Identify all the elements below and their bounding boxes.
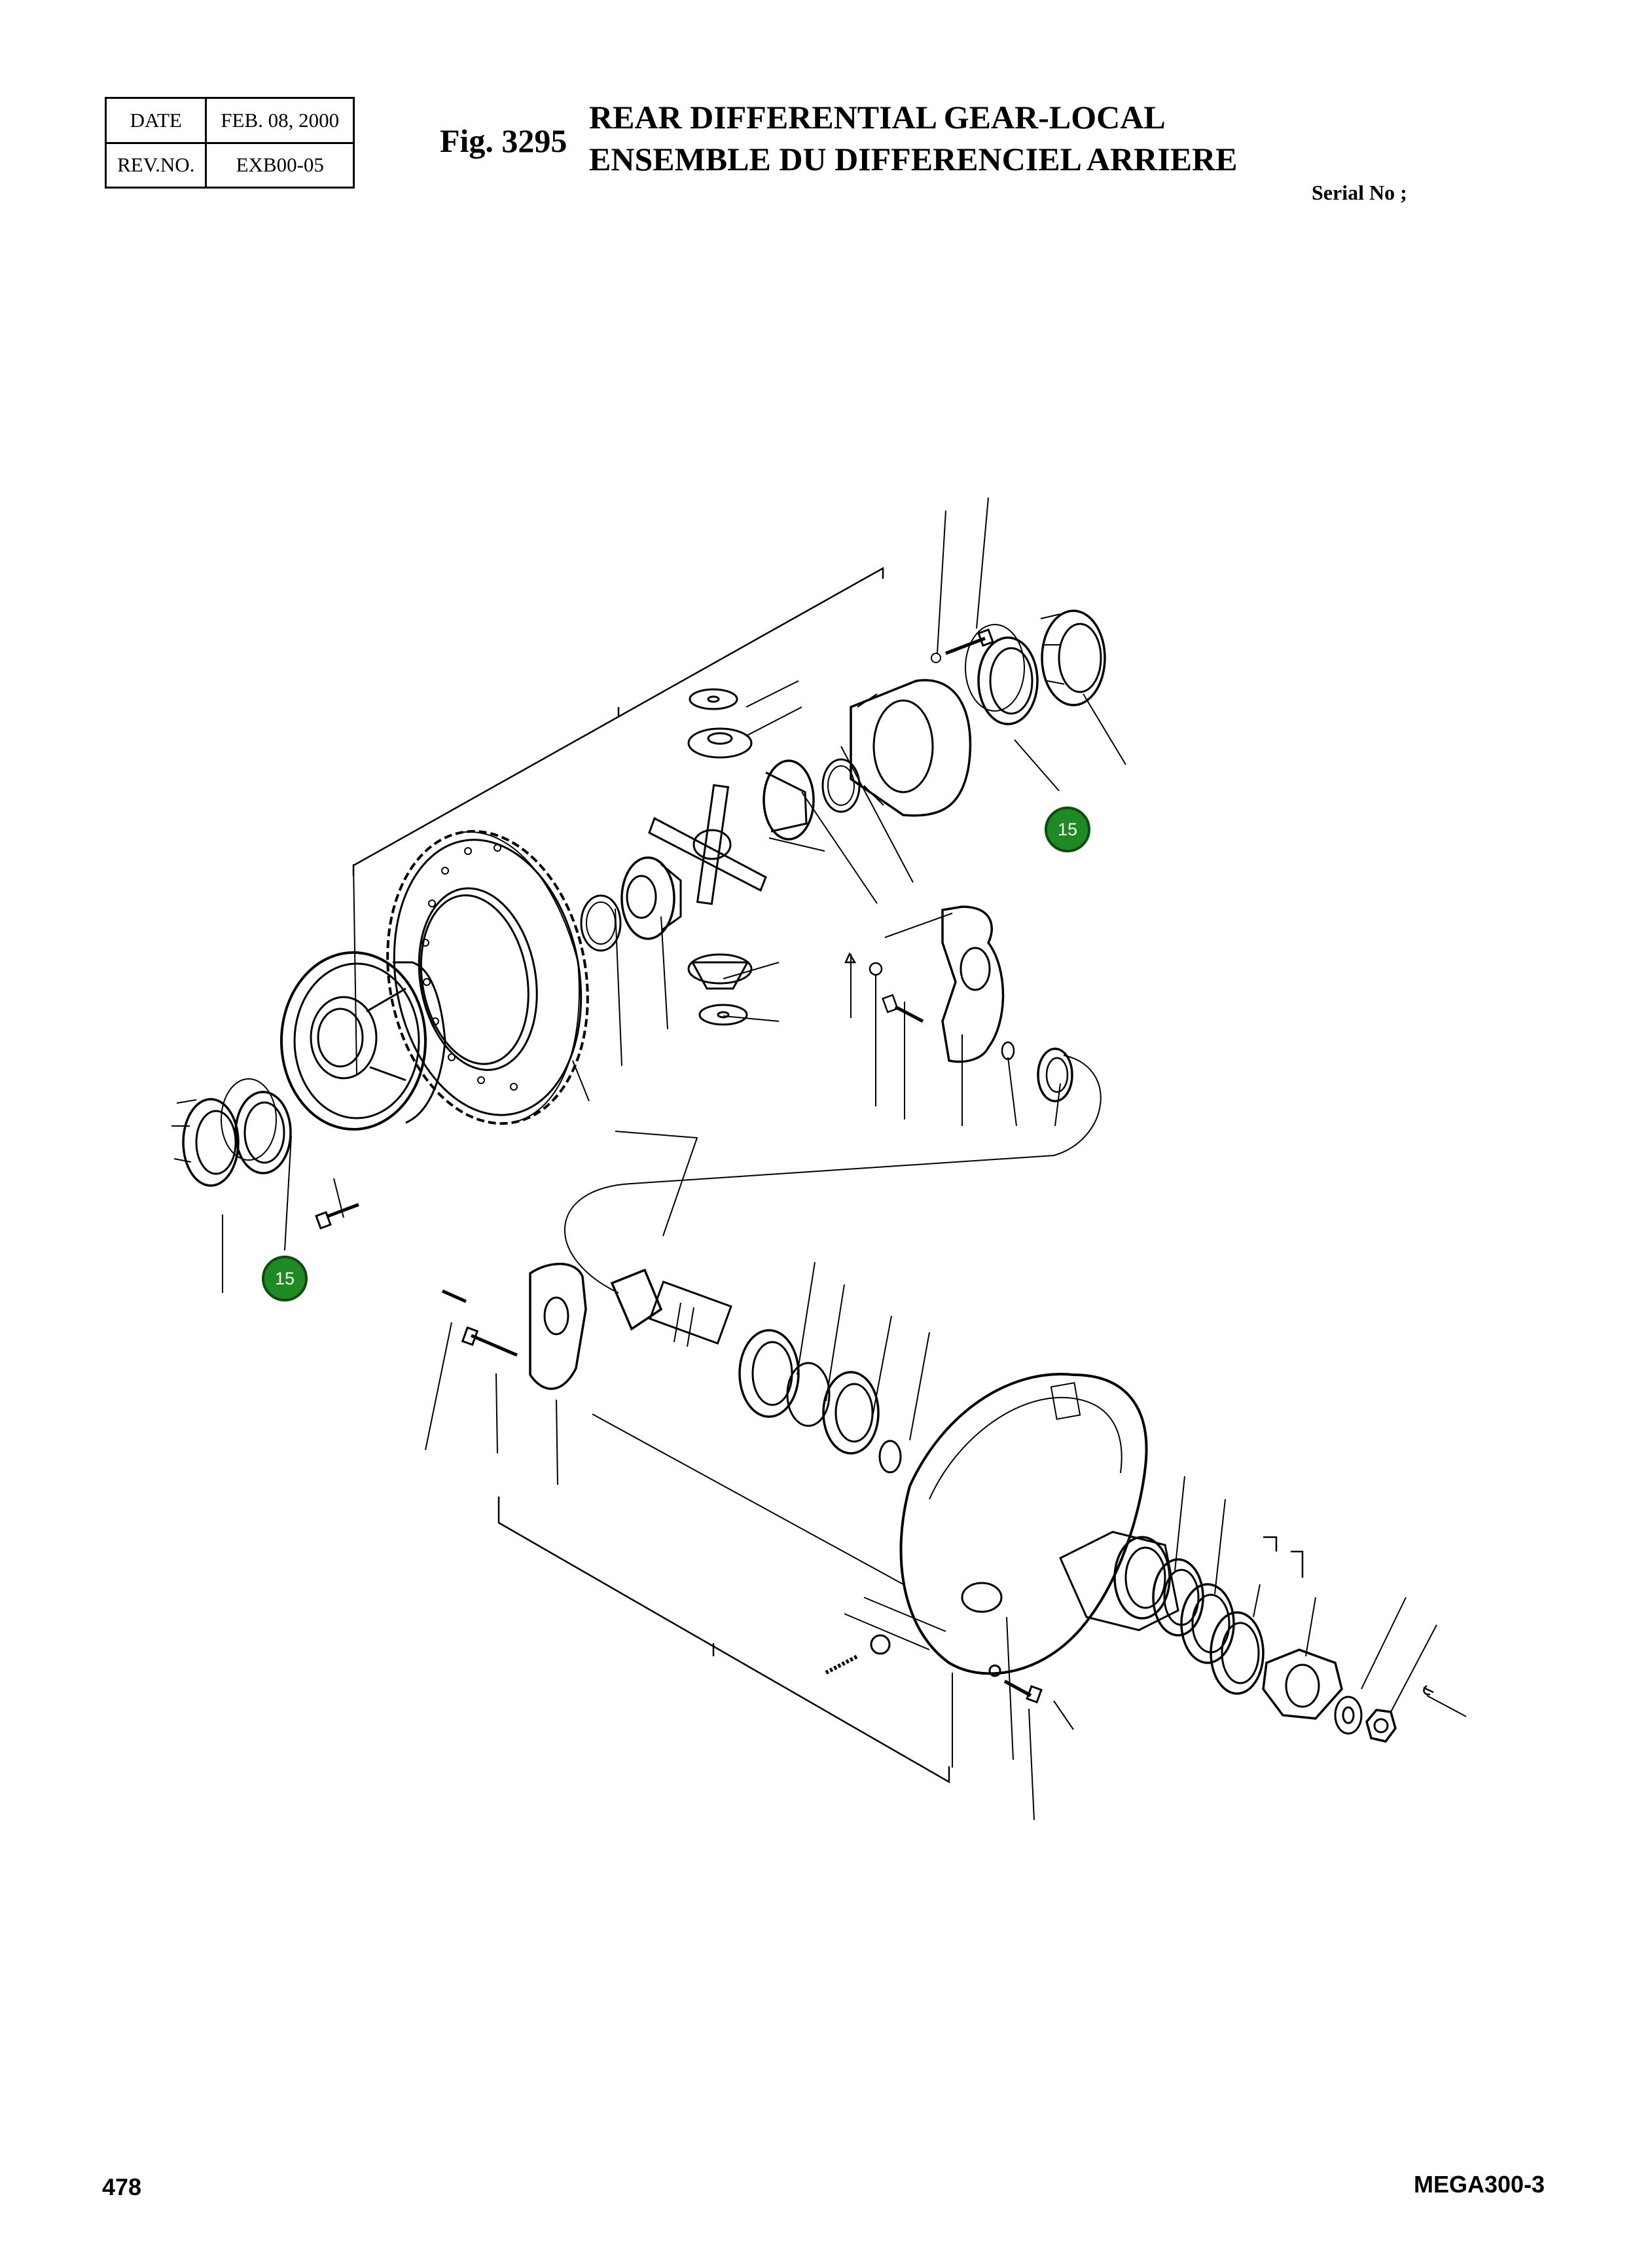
pinion-gear-bottom (687, 953, 753, 990)
assembly-brackets (352, 566, 1304, 1784)
callout-15-right[interactable]: 15 (1045, 807, 1090, 852)
pinion-bearing-cap (529, 1262, 587, 1391)
pinion-bearing-rear (822, 1371, 880, 1455)
differential-case-left (280, 951, 446, 1131)
side-gear-right (763, 759, 815, 841)
output-washer (1334, 1696, 1363, 1735)
cap-pin-bolt (441, 1289, 518, 1357)
drive-pinion (610, 1268, 732, 1347)
pinion-washer-bottom (698, 1004, 748, 1026)
serial-number-label: Serial No ; (1312, 181, 1407, 204)
output-cover (1210, 1611, 1265, 1695)
pinion-washer-top (689, 688, 738, 710)
output-nut (1365, 1709, 1397, 1743)
thrust-washers (580, 758, 861, 952)
revision-info-table: DATE FEB. 08, 2000 REV.NO. EXB00-05 (104, 97, 355, 189)
leader-lines (222, 497, 1467, 1821)
bracket-hardware (844, 952, 1073, 1102)
rev-label: REV.NO. (104, 141, 207, 189)
figure-number: Fig. 3295 (440, 122, 567, 159)
date-value: FEB. 08, 2000 (205, 97, 355, 144)
pinion-bearing-front (738, 1329, 800, 1418)
cross-shaft (648, 784, 767, 905)
output-yoke (1262, 1648, 1343, 1720)
model-name: MEGA300-3 (1414, 2171, 1545, 2198)
bearing-cap-bracket (941, 905, 1005, 1063)
left-bearing (221, 1078, 292, 1174)
ring-gear-bolt-holes (422, 844, 518, 1091)
page-number: 478 (102, 2173, 142, 2200)
housing-fasteners (825, 1634, 1043, 1704)
pinion-shim (878, 1440, 902, 1474)
left-adjusting-nut (171, 1098, 240, 1187)
right-bearing (965, 624, 1039, 725)
carrier-housing (899, 1373, 1179, 1675)
side-gear-left (620, 856, 682, 940)
right-bolt (931, 628, 994, 663)
date-label: DATE (104, 97, 207, 144)
figure-title-english: REAR DIFFERENTIAL GEAR-LOCAL (589, 99, 1166, 136)
output-seal (1180, 1583, 1235, 1664)
pinion-oring (786, 1362, 831, 1427)
pinion-gear-top (687, 727, 753, 759)
callout-15-left[interactable]: 15 (262, 1256, 308, 1301)
rev-value: EXB00-05 (205, 141, 355, 189)
left-bolt (315, 1203, 359, 1230)
cotter-pin (1423, 1684, 1434, 1696)
right-adjusting-nut (1040, 609, 1106, 706)
differential-case-right (850, 679, 972, 817)
figure-title-french: ENSEMBLE DU DIFFERENCIEL ARRIERE (589, 141, 1238, 177)
